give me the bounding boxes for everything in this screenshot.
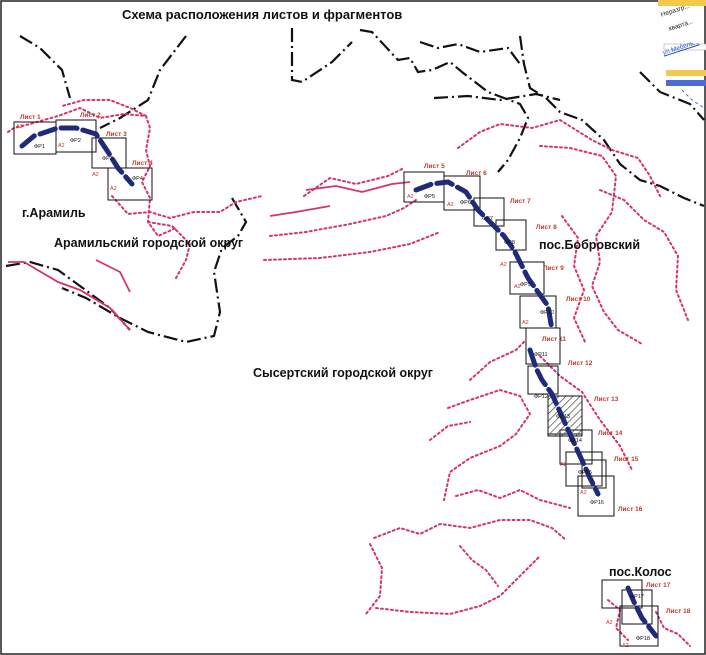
fragment-label-2: ФР2 — [70, 138, 81, 144]
format-label: А2 — [622, 643, 629, 649]
route-line — [19, 125, 659, 639]
format-label: А2 — [606, 620, 613, 626]
sheet-label-4: Лист 4 — [132, 160, 153, 167]
fragment-label-14: ФР14 — [568, 438, 582, 444]
sheet-label-14: Лист 14 — [598, 430, 623, 437]
fragment-label-10: ФР10 — [540, 310, 554, 316]
sheet-label-1: Лист 1 — [20, 114, 41, 121]
fragment-label-18: ФР18 — [636, 636, 650, 642]
fragment-label-5: ФР5 — [424, 194, 435, 200]
sheet-label-5: Лист 5 — [424, 163, 445, 170]
format-label: А2 — [16, 124, 23, 130]
boundary-lines — [5, 28, 705, 344]
format-label: А2 — [58, 143, 65, 149]
fragment-label-1: ФР1 — [34, 144, 45, 150]
sheet-label-15: Лист 15 — [614, 456, 639, 463]
map-title: Схема расположения листов и фрагментов — [122, 7, 403, 22]
fragment-label-7: ФР7 — [482, 216, 493, 222]
sheet-label-16: Лист 16 — [618, 506, 643, 513]
fragment-label-4: ФР4 — [132, 176, 143, 182]
place-kolos: пос.Колос — [609, 565, 672, 579]
sheet-label-11: Лист 11 — [542, 336, 567, 343]
sheet-label-10: Лист 10 — [566, 296, 591, 303]
format-label: А2 — [110, 186, 117, 192]
format-label: А2 — [580, 490, 587, 496]
fragment-label-16: ФР16 — [590, 500, 604, 506]
sheet-label-2: Лист 2 — [80, 112, 101, 119]
sheet-label-8: Лист 8 — [536, 224, 557, 231]
dotted-network — [7, 99, 691, 647]
region-aramil-okrug: Арамильский городской округ — [54, 236, 244, 250]
region-sysert-okrug: Сысертский городской округ — [253, 366, 433, 380]
legend-fragment — [658, 0, 706, 109]
fragment-label-15: ФР15 — [578, 470, 592, 476]
format-label: А2 — [522, 320, 529, 326]
sheet-frames — [13, 119, 659, 647]
fragment-label-8: ФР8 — [504, 240, 515, 246]
sheet-label-13: Лист 13 — [594, 396, 619, 403]
format-label: А2 — [92, 172, 99, 178]
format-label: А2 — [407, 194, 414, 200]
fragment-label-13: ФР13 — [556, 414, 570, 420]
format-label: А2 — [514, 284, 521, 290]
sheet-label-9: Лист 9 — [543, 265, 564, 272]
sheet-label-17: Лист 17 — [646, 582, 671, 589]
fragment-label-11: ФР11 — [534, 352, 548, 358]
place-bobrovsky: пос.Бобровский — [539, 238, 641, 252]
format-label: А2 — [560, 462, 567, 468]
sheet-label-6: Лист 6 — [466, 170, 487, 177]
sheet-label-12: Лист 12 — [568, 360, 593, 367]
place-aramil: г.Арамиль — [22, 206, 86, 220]
format-label: А2 — [500, 262, 507, 268]
fragment-label-9: ФР9 — [520, 282, 531, 288]
sheet-label-3: Лист 3 — [106, 131, 127, 138]
fragment-label-12: ФР12 — [534, 394, 548, 400]
sheet-label-18: Лист 18 — [666, 608, 691, 615]
sheet-label-7: Лист 7 — [510, 198, 531, 205]
road-lines — [8, 181, 411, 331]
fragment-label-6: ФР6 — [460, 200, 471, 206]
fragment-label-17: ФР17 — [630, 594, 644, 600]
fragment-label-3: ФР3 — [102, 156, 113, 162]
format-label: А2 — [447, 202, 454, 208]
